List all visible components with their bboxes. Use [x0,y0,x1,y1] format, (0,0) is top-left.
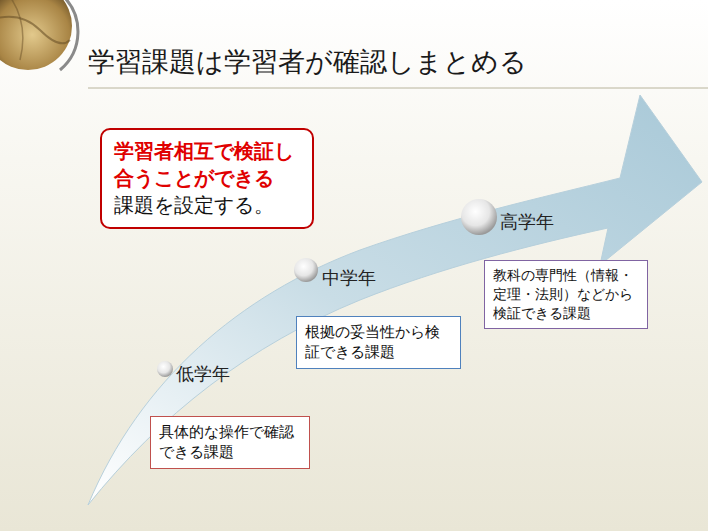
box-text: 教科の専門性（情報・定理・法則）などから検証できる課題 [493,266,639,323]
task-box: 教科の専門性（情報・定理・法則）などから検証できる課題 [484,260,648,329]
box-text-2: 課題を設定する。 [114,192,300,219]
globe [0,0,78,70]
callout-box: 学習者相互で検証し合うことができる課題を設定する。 [100,128,314,229]
box-text: 具体的な操作で確認できる課題 [159,422,301,463]
box-text: 根拠の妥当性から検証できる課題 [305,322,452,363]
slide-title: 学習課題は学習者が確認しまとめる [88,44,527,80]
task-box: 具体的な操作で確認できる課題 [150,416,310,469]
task-box: 根拠の妥当性から検証できる課題 [296,316,461,369]
stage-ball [461,199,497,235]
grade-label: 中学年 [322,266,376,290]
stage-ball [294,258,318,282]
title-rule [88,88,708,89]
grade-label: 高学年 [500,210,554,234]
grade-label: 低学年 [176,362,230,386]
box-text: 学習者相互で検証し合うことができる [114,139,294,190]
growth-arrow [88,95,702,505]
stage-ball [157,361,173,377]
